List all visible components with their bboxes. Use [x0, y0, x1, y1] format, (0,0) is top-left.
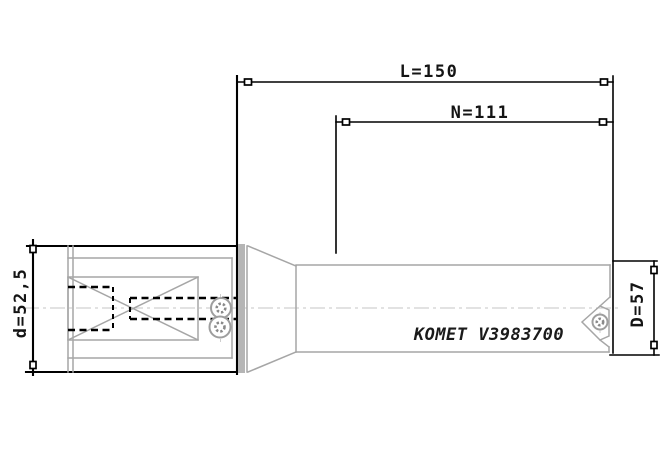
dimension-tick — [341, 118, 351, 126]
taper-bottom-edge — [247, 351, 297, 373]
dimension-tick — [650, 265, 658, 275]
tool-taper — [247, 245, 297, 373]
dimension-tick — [243, 78, 253, 86]
cutting-insert-outline — [580, 305, 610, 341]
tip-chamfer-upper — [598, 295, 612, 308]
dimension-label-L: L=150 — [400, 62, 459, 82]
dimension-label-N: N=111 — [451, 103, 510, 123]
clamp-block-outline — [67, 276, 199, 341]
tool-marking-label: KOMET V3983700 — [413, 325, 564, 345]
clamp-screw-lower — [208, 315, 232, 339]
dimension-label-d: d=52,5 — [11, 268, 31, 338]
dimension-tick — [598, 118, 608, 126]
insert-screw-torx-icon — [595, 317, 605, 327]
clamp-screw-upper-torx-icon — [215, 302, 227, 314]
dimension-tick — [599, 78, 609, 86]
taper-top-edge — [247, 245, 297, 267]
dimension-label-D: D=57 — [628, 281, 648, 328]
tool-shank: KOMET V3983700 — [295, 264, 612, 353]
clamp-screw-upper — [210, 297, 232, 319]
dimension-tick — [29, 244, 37, 254]
collar-bar — [238, 244, 245, 373]
tool-head — [24, 74, 248, 377]
insert-screw — [591, 313, 609, 331]
dimension-body-diameter: d=52,5 — [11, 244, 37, 370]
dimension-usable-length: N=111 — [335, 103, 614, 254]
dimension-overall-length: L=150 — [236, 62, 614, 354]
tip-chamfer-lower — [598, 338, 611, 349]
clamp-block-diagonal-2 — [66, 275, 200, 342]
dimension-tick — [650, 340, 658, 350]
dimension-cutting-diameter: D=57 — [609, 260, 660, 356]
clamp-screw-lower-torx-icon — [214, 321, 226, 333]
dimension-tick — [29, 360, 37, 370]
